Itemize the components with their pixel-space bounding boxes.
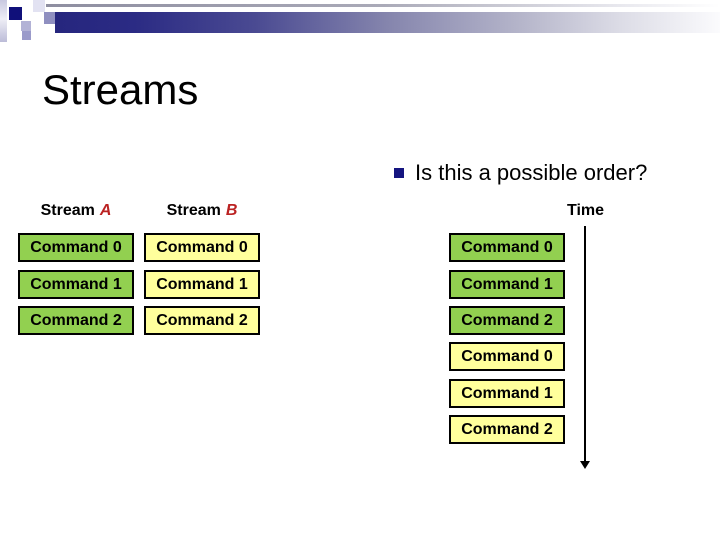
down-arrow-icon <box>580 461 590 469</box>
stream-a-command-box: Command 1 <box>18 270 134 299</box>
timeline-command-box: Command 0 <box>449 233 565 262</box>
stream-b-header-letter: B <box>225 202 238 219</box>
deco-mid-square-3 <box>22 31 31 40</box>
stream-a-command-box: Command 2 <box>18 306 134 335</box>
stream-b-command-box: Command 1 <box>144 270 260 299</box>
deco-left-strip <box>0 0 7 42</box>
timeline-command-box: Command 2 <box>449 306 565 335</box>
stream-a-header-letter: A <box>99 202 112 219</box>
deco-mid-square-2 <box>21 21 31 31</box>
timeline-command-box: Command 2 <box>449 415 565 444</box>
time-label: Time <box>567 202 605 219</box>
deco-navy-square <box>9 7 22 20</box>
deco-top-line <box>46 4 720 7</box>
time-arrow-line <box>584 226 586 462</box>
stream-a-command-box: Command 0 <box>18 233 134 262</box>
deco-gradient-bar <box>55 12 720 33</box>
stream-b-command-box: Command 0 <box>144 233 260 262</box>
deco-light-square <box>33 0 45 12</box>
bullet-text: Is this a possible order? <box>415 160 648 185</box>
bullet-icon <box>394 168 404 178</box>
deco-mid-square-1 <box>44 12 56 24</box>
timeline-command-box: Command 1 <box>449 379 565 408</box>
stream-b-command-box: Command 2 <box>144 306 260 335</box>
stream-b-header-name: Stream <box>166 202 221 219</box>
stream-a-header-name: Stream <box>40 202 95 219</box>
slide-title: Streams <box>42 66 199 113</box>
timeline-command-box: Command 1 <box>449 270 565 299</box>
timeline-command-box: Command 0 <box>449 342 565 371</box>
